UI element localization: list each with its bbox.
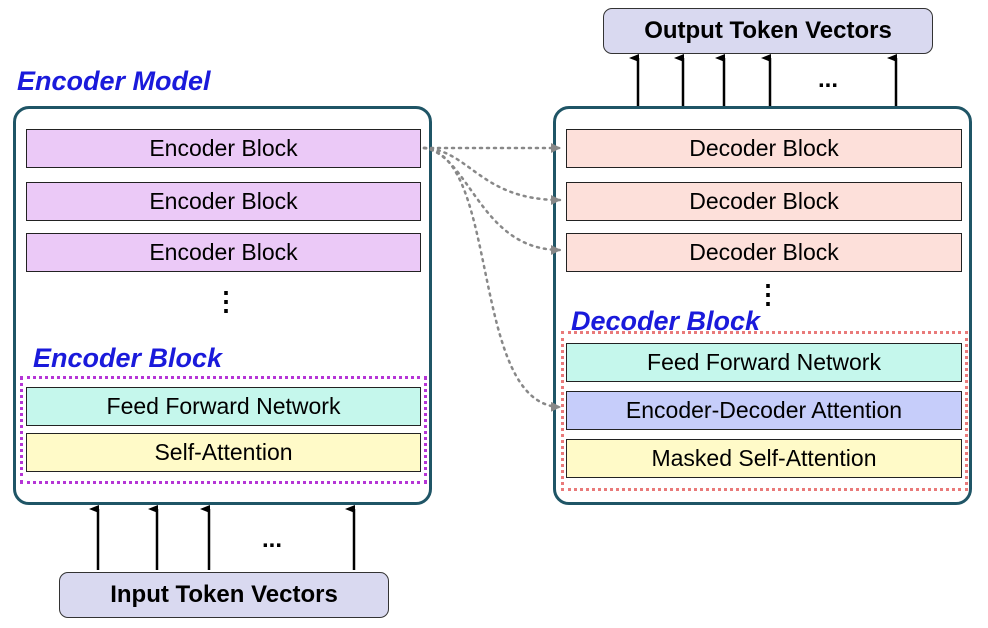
input-token-vectors: Input Token Vectors xyxy=(59,572,389,618)
output-arrows xyxy=(629,54,898,106)
decoder-encoder-decoder-attention: Encoder-Decoder Attention xyxy=(566,391,962,430)
decoder-panel xyxy=(553,106,972,505)
output-ellipsis: ... xyxy=(818,66,839,93)
decoder-block-1: Decoder Block xyxy=(566,129,962,168)
encoder-model-title: Encoder Model xyxy=(17,66,211,96)
decoder-feed-forward-network: Feed Forward Network xyxy=(566,343,962,382)
decoder-block-3: Decoder Block xyxy=(566,233,962,272)
decoder-block-detail-frame xyxy=(561,331,968,491)
encoder-block-3: Encoder Block xyxy=(26,233,421,272)
encoder-block-detail-frame xyxy=(20,376,427,484)
connector-to-decoder-block-2 xyxy=(422,146,562,205)
encoder-panel xyxy=(13,106,432,505)
encoder-self-attention: Self-Attention xyxy=(26,433,421,472)
encoder-block-detail-title: Encoder Block xyxy=(33,343,223,373)
encoder-feed-forward-network: Feed Forward Network xyxy=(26,387,421,426)
connector-to-encoder-decoder-attention xyxy=(422,146,562,412)
input-arrows xyxy=(89,505,356,570)
decoder-block-2: Decoder Block xyxy=(566,182,962,221)
encoder-decoder-connectors xyxy=(422,143,562,412)
decoder-masked-self-attention: Masked Self-Attention xyxy=(566,439,962,478)
encoder-block-1: Encoder Block xyxy=(26,129,421,168)
input-ellipsis: ... xyxy=(262,526,283,553)
output-token-vectors: Output Token Vectors xyxy=(603,8,933,54)
encoder-block-2: Encoder Block xyxy=(26,182,421,221)
